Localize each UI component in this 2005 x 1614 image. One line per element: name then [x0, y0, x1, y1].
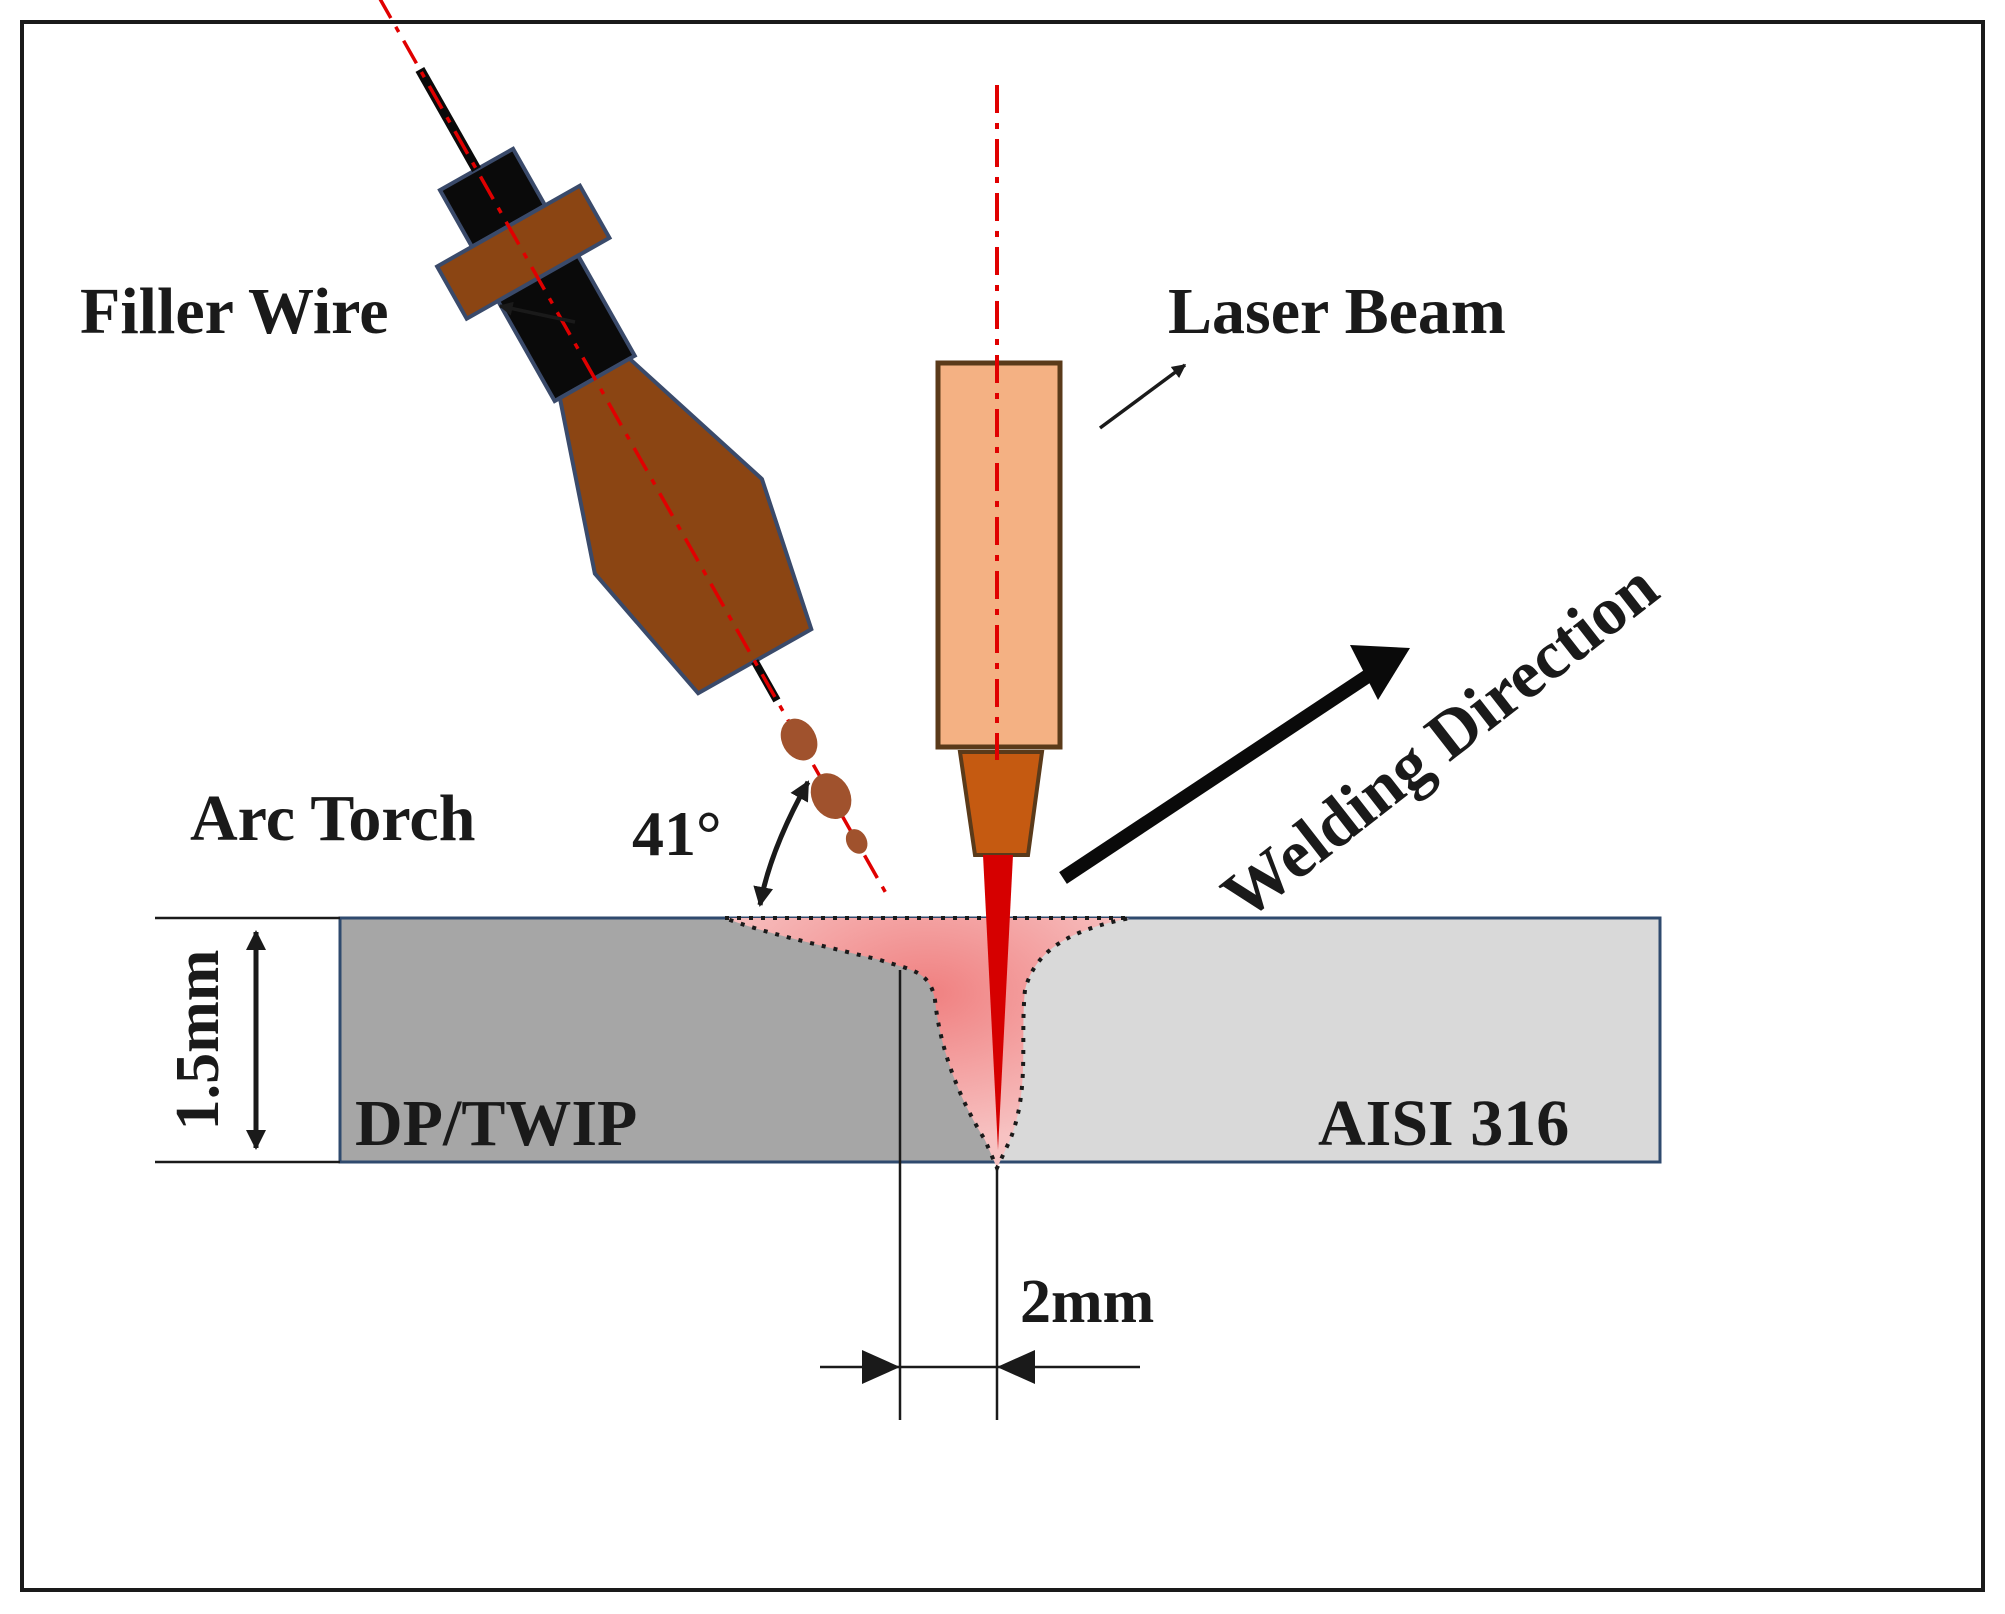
weld-pool	[724, 916, 1131, 1173]
laser-beam-leader	[1098, 363, 1187, 430]
offset-dimension	[820, 970, 1140, 1420]
laser-head	[935, 85, 1063, 1150]
laser-beam	[983, 855, 1013, 1150]
torch-cone	[557, 356, 814, 696]
filler-wire-leader	[498, 301, 576, 324]
droplet-1	[780, 718, 818, 761]
droplet-3	[845, 829, 868, 854]
laser-nozzle	[957, 750, 1045, 857]
base-plates	[338, 916, 1662, 1164]
angle-arc	[753, 780, 811, 907]
angle-label: 41°	[632, 798, 722, 869]
arc-torch	[376, 0, 892, 902]
right-material-label: AISI 316	[1318, 1087, 1569, 1160]
filler-wire-label: Filler Wire	[80, 275, 389, 348]
laser-beam-label: Laser Beam	[1168, 275, 1506, 348]
welding-direction-arrowhead	[1350, 645, 1410, 700]
figure-frame	[20, 20, 1985, 1592]
droplet-2	[810, 773, 852, 820]
arc-torch-label: Arc Torch	[190, 782, 475, 855]
thickness-label: 1.5mm	[164, 950, 232, 1131]
thickness-dimension	[155, 916, 340, 1164]
offset-label: 2mm	[1020, 1268, 1154, 1336]
welding-direction-arrow	[1059, 652, 1399, 884]
torch-centerline	[376, 0, 892, 902]
left-material-label: DP/TWIP	[355, 1087, 637, 1160]
right-plate	[1000, 918, 1660, 1162]
